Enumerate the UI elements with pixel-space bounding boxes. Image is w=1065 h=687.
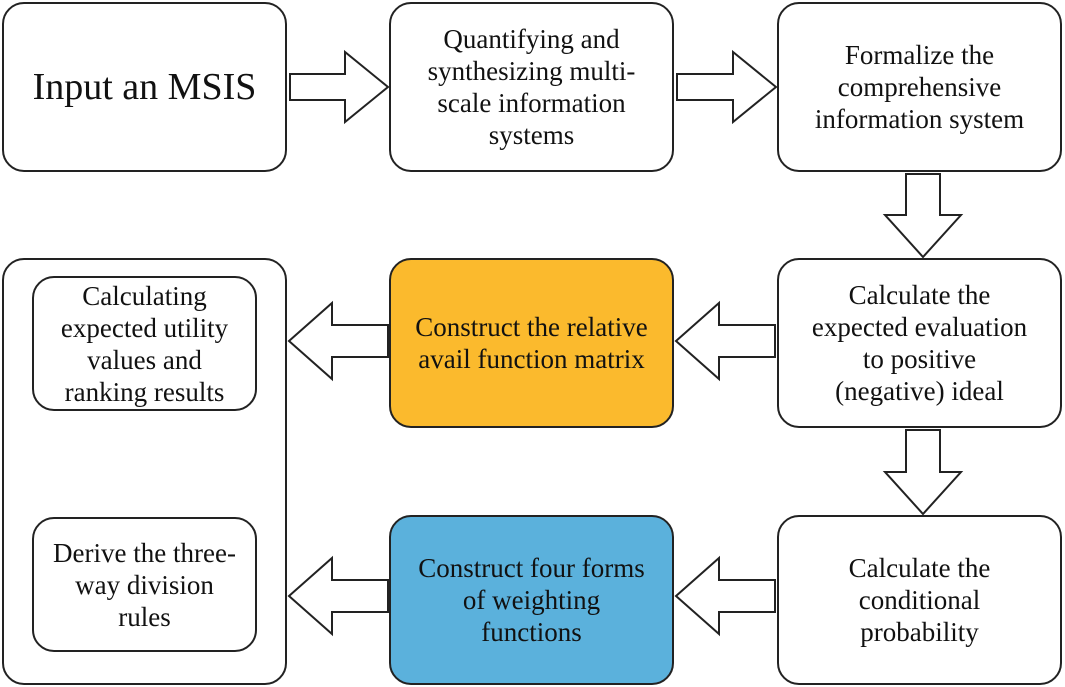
node-input-msis-label: Input an MSIS xyxy=(32,66,257,108)
node-relative-avail-matrix: Construct the relative avail function ma… xyxy=(389,258,674,428)
node-expected-evaluation: Calculate the expected evaluation to pos… xyxy=(777,258,1062,428)
arrow-expected-to-relative xyxy=(674,300,776,382)
arrow-formalize-to-expected xyxy=(882,173,964,259)
node-weighting-functions-label: Construct four forms of weighting functi… xyxy=(418,553,645,647)
node-formalize: Formalize the comprehensive information … xyxy=(777,2,1062,172)
node-utility-ranking: Calculating expected utility values and … xyxy=(32,276,257,411)
node-expected-evaluation-label: Calculate the expected evaluation to pos… xyxy=(811,280,1028,406)
node-three-way-rules: Derive the three- way division rules xyxy=(32,517,257,652)
arrow-relative-to-results xyxy=(287,300,389,382)
node-conditional-probability-label: Calculate the conditional probability xyxy=(848,553,991,647)
arrow-weighting-to-results xyxy=(287,555,389,637)
arrow-expected-to-conditional xyxy=(882,429,964,516)
node-input-msis: Input an MSIS xyxy=(2,2,287,172)
node-formalize-label: Formalize the comprehensive information … xyxy=(814,40,1025,134)
node-quantifying: Quantifying and synthesizing multi- scal… xyxy=(389,2,674,172)
node-relative-avail-matrix-label: Construct the relative avail function ma… xyxy=(415,312,648,374)
arrow-input-to-quantify xyxy=(289,49,390,125)
node-conditional-probability: Calculate the conditional probability xyxy=(777,515,1062,685)
node-weighting-functions: Construct four forms of weighting functi… xyxy=(389,515,674,685)
node-quantifying-label: Quantifying and synthesizing multi- scal… xyxy=(427,24,636,150)
node-utility-ranking-label: Calculating expected utility values and … xyxy=(60,280,229,407)
arrow-conditional-to-weighting xyxy=(674,555,776,637)
arrow-quantify-to-formalize xyxy=(676,49,778,125)
node-three-way-rules-label: Derive the three- way division rules xyxy=(53,537,236,632)
